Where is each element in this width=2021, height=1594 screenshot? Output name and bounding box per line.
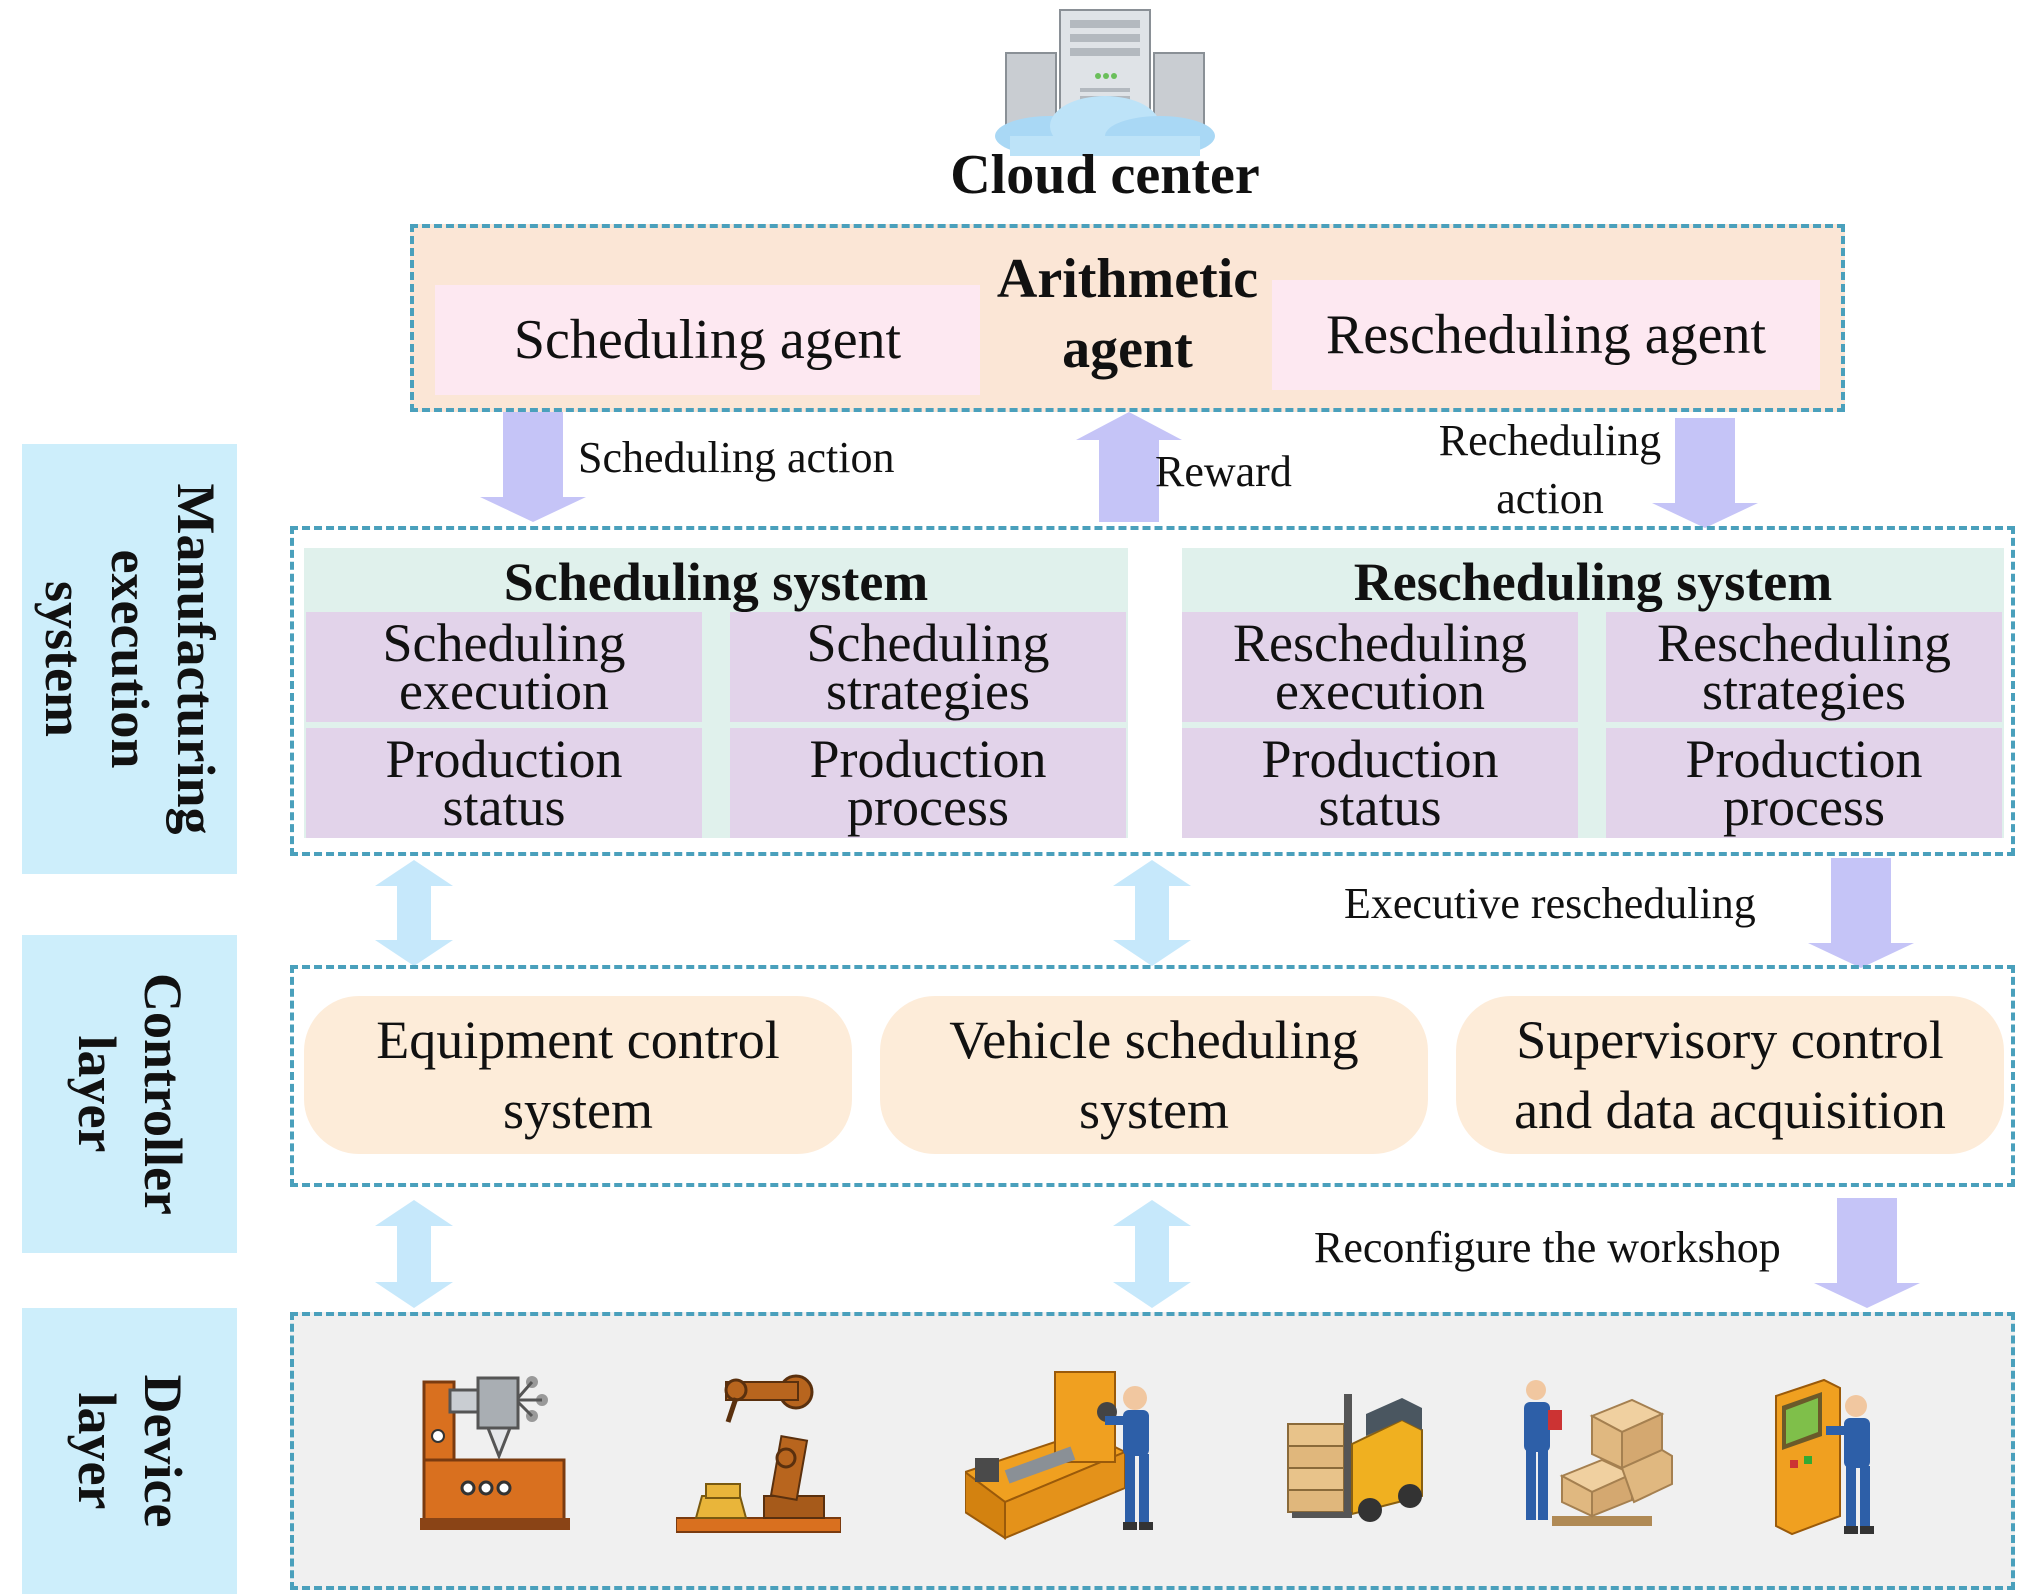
arithmetic-agent-title: Arithmetic agent (985, 244, 1270, 384)
reward-label: Reward (1155, 447, 1292, 496)
scada-system: Supervisory control and data acquisition (1456, 996, 2004, 1154)
device-layer-box (290, 1312, 2015, 1590)
mes-line3: system (33, 581, 94, 737)
drilling-machine-icon (420, 1376, 570, 1530)
executive-rescheduling-label: Executive rescheduling (1344, 879, 1756, 928)
controller-layer-label: Controller layer (22, 935, 237, 1253)
arithmetic-line1: Arithmetic (996, 248, 1259, 310)
forklift-icon (1287, 1394, 1423, 1522)
mes-controller-arrow-middle (1113, 860, 1191, 966)
mes-line2: execution (99, 549, 160, 769)
warehouse-worker-icon (1524, 1380, 1673, 1526)
device-line1: Device (132, 1374, 193, 1528)
scheduling-execution-cell: Scheduling execution (306, 612, 702, 722)
scheduling-agent-box: Scheduling agent (435, 285, 980, 395)
scheduling-action-arrow (480, 412, 586, 522)
rescheduling-system: Rescheduling system Rescheduling executi… (1182, 548, 2004, 838)
controller-device-arrow-left (375, 1200, 453, 1308)
production-status-cell: Production status (306, 728, 702, 838)
scheduling-agent-label: Scheduling agent (513, 309, 902, 371)
cloud-center-title: Cloud center (950, 144, 1260, 206)
cloud-server-icon (990, 8, 1220, 158)
production-process-cell: Production process (730, 728, 1126, 838)
mes-controller-arrow-left (375, 860, 453, 966)
lathe-worker-icon (965, 1371, 1153, 1540)
reward-arrow (1076, 412, 1182, 522)
vehicle-scheduling-system: Vehicle scheduling system (880, 996, 1428, 1154)
rescheduling-system-title: Rescheduling system (1353, 552, 1833, 612)
rescheduling-action-label: Recheduling action (1415, 412, 1685, 528)
device-layer-label: Device layer (22, 1308, 237, 1594)
rescheduling-action-line1: Recheduling (1438, 416, 1662, 465)
reconfigure-workshop-label: Reconfigure the workshop (1314, 1223, 1781, 1272)
controller-line2: layer (66, 1035, 127, 1153)
controller-line1: Controller (132, 973, 193, 1215)
mes-box (290, 526, 2015, 856)
device-line2: layer (66, 1392, 127, 1510)
control-panel-worker-icon (1775, 1378, 1874, 1536)
rescheduling-agent-label: Rescheduling agent (1325, 304, 1767, 366)
rescheduling-action-line2: action (1496, 474, 1604, 523)
rescheduling-agent-box: Rescheduling agent (1272, 280, 1820, 390)
mes-line1: Manufacturing (165, 483, 226, 835)
rescheduling-production-status-cell: Production status (1182, 728, 1578, 838)
rescheduling-action-arrow (1652, 418, 1758, 528)
rescheduling-production-process-cell: Production process (1606, 728, 2002, 838)
scheduling-action-label: Scheduling action (578, 433, 895, 482)
scheduling-system-title: Scheduling system (503, 552, 929, 612)
executive-rescheduling-arrow (1808, 858, 1914, 968)
robot-arm-icon (676, 1374, 841, 1533)
equipment-control-system: Equipment control system (304, 996, 852, 1154)
scheduling-system: Scheduling system Scheduling execution S… (304, 548, 1128, 838)
arithmetic-line2: agent (1062, 318, 1193, 380)
rescheduling-strategies-cell: Rescheduling strategies (1606, 612, 2002, 722)
scheduling-strategies-cell: Scheduling strategies (730, 612, 1126, 722)
reconfigure-arrow (1814, 1198, 1920, 1308)
rescheduling-execution-cell: Rescheduling execution (1182, 612, 1578, 722)
controller-device-arrow-middle (1113, 1200, 1191, 1308)
mes-layer-label: Manufacturing execution system (22, 444, 237, 874)
controller-layer-box (290, 965, 2015, 1187)
